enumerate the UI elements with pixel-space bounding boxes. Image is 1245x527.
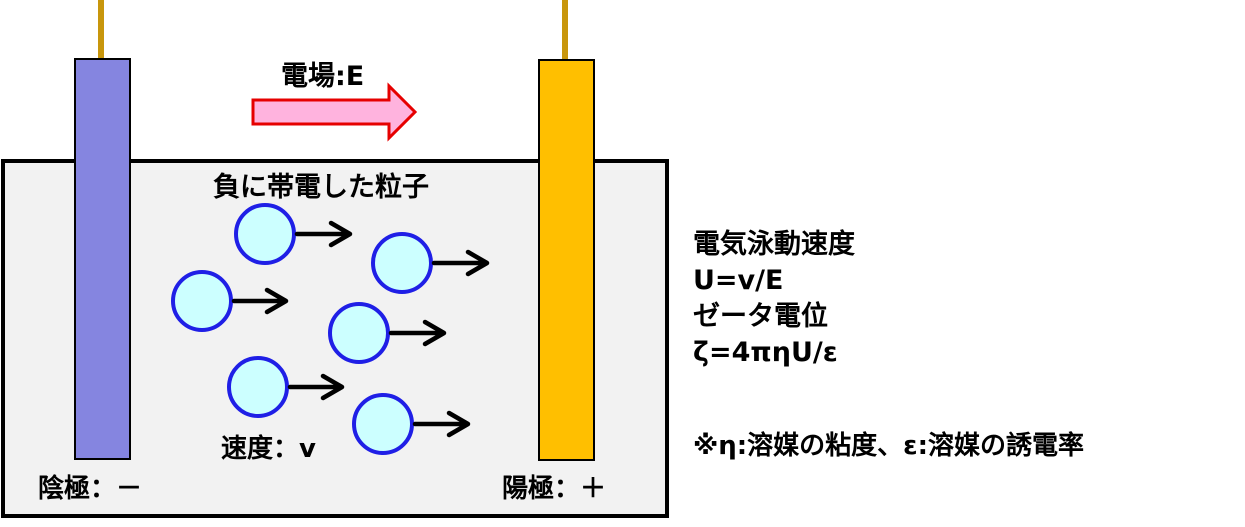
equations-panel: 電気泳動速度 U=v/E ゼータ電位 ζ=4πηU/ε	[693, 227, 855, 371]
velocity-label: 速度：v	[221, 433, 316, 464]
mobility-equation: U=v/E	[693, 265, 784, 296]
cathode-label: 陰極：－	[38, 473, 142, 504]
mobility-title: 電気泳動速度	[693, 229, 855, 260]
electric-field-label: 電場:E	[281, 61, 364, 92]
particles-label: 負に帯電した粒子	[213, 171, 429, 203]
electric-field-arrow	[251, 82, 418, 142]
motion-arrow	[388, 319, 447, 347]
particle	[234, 203, 296, 265]
particle	[171, 270, 233, 332]
cathode-electrode	[74, 58, 131, 460]
particle	[328, 302, 390, 364]
cathode-wire	[98, 0, 104, 60]
anode-wire	[562, 0, 568, 61]
motion-arrow	[294, 220, 353, 248]
particle-group	[171, 203, 490, 455]
motion-arrow	[431, 249, 490, 277]
zeta-title: ゼータ電位	[693, 301, 828, 332]
particle	[371, 232, 433, 294]
motion-arrow	[231, 287, 289, 315]
motion-arrow	[287, 373, 345, 401]
motion-arrow	[412, 410, 471, 438]
symbol-note: ※η:溶媒の粘度、ε:溶媒の誘電率	[693, 431, 1085, 461]
anode-label: 陽極：＋	[502, 474, 606, 504]
zeta-equation: ζ=4πηU/ε	[693, 337, 838, 368]
particle	[352, 393, 414, 455]
anode-electrode	[538, 59, 595, 461]
particle	[227, 356, 289, 418]
